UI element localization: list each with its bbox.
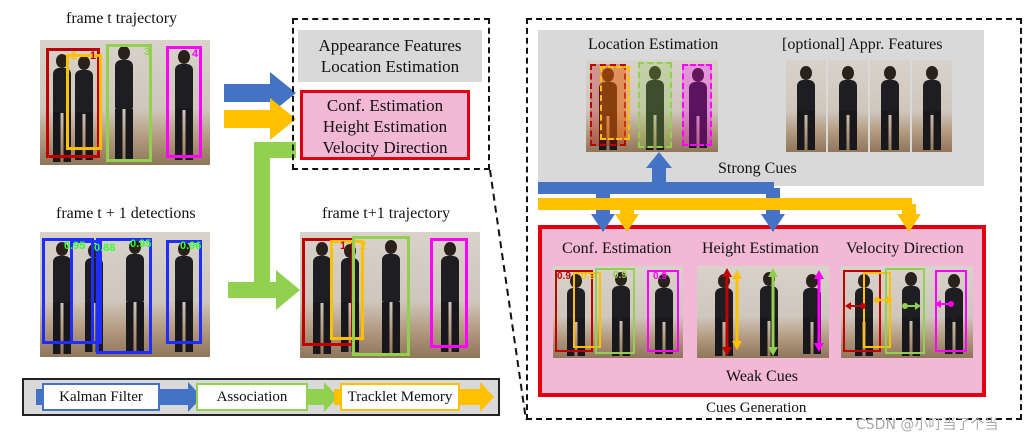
- frame-t-caption: frame t trajectory: [66, 10, 178, 27]
- velocity-box-red: [843, 270, 881, 352]
- traj-id-label: 2: [360, 240, 367, 252]
- appearance-location-text: Appearance Features Location Estimation: [318, 36, 462, 76]
- frame-t1-trajectory-caption: frame t+1 trajectory: [322, 205, 451, 222]
- appearance-location-box: Appearance Features Location Estimation: [298, 30, 482, 82]
- detection-score-label: 0.88: [94, 242, 116, 254]
- appearance-crop-1: [786, 60, 826, 152]
- conf-score-label: 0.9: [613, 270, 627, 281]
- appearance-crop-4: [912, 60, 952, 152]
- zoom-connector: [489, 169, 527, 421]
- traj-id-label: 2: [71, 50, 78, 62]
- dancer: [943, 274, 965, 354]
- location-box-red: [590, 64, 626, 146]
- detection-score-label: 0.96: [180, 240, 202, 252]
- detection-box: [96, 238, 152, 354]
- dancer: [436, 242, 464, 352]
- dancer: [596, 68, 620, 150]
- velocity-arrows: [845, 296, 954, 310]
- legend-tracklet-memory: Tracklet Memory: [340, 383, 460, 411]
- appearance-crop-3: [870, 60, 910, 152]
- location-box-yellow: [600, 66, 630, 140]
- detection-score-label: 0.95: [64, 240, 86, 252]
- height-arrows: [722, 268, 824, 356]
- velocity-box-magenta: [935, 270, 967, 352]
- appr-features-title: [optional] Appr. Features: [782, 36, 943, 53]
- cues-generation-label: Cues Generation: [706, 400, 807, 416]
- conf-score-label: 0.9: [557, 271, 571, 282]
- location-estimation-title: Location Estimation: [588, 36, 719, 53]
- legend-kalman-filter: Kalman Filter: [42, 383, 160, 411]
- dancer: [653, 274, 675, 354]
- frame-t-photo: 2 1 3 4: [40, 40, 210, 165]
- middle-dashed-region: [292, 18, 490, 170]
- blue-connector-stem: [652, 164, 666, 190]
- detection-box: [42, 238, 94, 344]
- cues-generation-panel: [526, 18, 1022, 420]
- dancer: [108, 46, 140, 162]
- frame-t1-trajectory-photo: 1 2: [300, 232, 480, 358]
- dancer: [376, 240, 406, 354]
- velocity-direction-title: Velocity Direction: [846, 240, 964, 257]
- traj-id-label: 4: [192, 48, 199, 60]
- height-estimation-title: Height Estimation: [702, 240, 819, 257]
- traj-id-label: 3: [144, 46, 151, 58]
- blue-up-arrow-icon: [646, 152, 672, 168]
- conf-estimation-photo: 0.9 0.9 0.9 0.9: [553, 266, 683, 358]
- green-arrow-head-icon: [228, 270, 300, 310]
- location-box-magenta: [682, 64, 712, 146]
- weak-cues-label: Weak Cues: [726, 368, 799, 385]
- dancer: [170, 242, 198, 352]
- trajectory-box-red: [46, 48, 100, 158]
- height-estimation-photo: [697, 266, 829, 358]
- legend-association: Association: [196, 383, 308, 411]
- dancer: [899, 272, 923, 356]
- dancer: [170, 50, 198, 160]
- detection-box: [70, 240, 102, 344]
- trajectory-box-green: [106, 44, 152, 162]
- velocity-box-yellow: [863, 272, 891, 348]
- conf-score-label: 0.9: [653, 271, 667, 282]
- strong-cues-label: Strong Cues: [718, 160, 797, 177]
- dancer: [120, 240, 150, 354]
- traj-id-label: 1: [90, 50, 97, 62]
- conf-box-magenta: [647, 270, 679, 352]
- conf-estimation-title: Conf. Estimation: [562, 240, 672, 257]
- yellow-arrow-icon: [224, 98, 296, 140]
- blue-down-arrow-icon: [761, 214, 785, 232]
- conf-score-label: 0.9: [581, 271, 595, 282]
- frame-t1-detections-caption: frame t + 1 detections: [56, 205, 196, 222]
- trajectory-box-yellow: [66, 54, 102, 150]
- yellow-down-arrow-icon: [897, 214, 921, 232]
- dancer: [642, 66, 668, 150]
- traj-id-label: 1: [340, 240, 347, 252]
- dancer: [686, 68, 710, 148]
- detection-score-label: 0.95: [130, 238, 152, 250]
- location-box-green: [638, 62, 672, 148]
- trajectory-box-green: [352, 236, 410, 356]
- frame-t1-detections-photo: 0.95 0.88 0.95 0.96: [40, 232, 210, 357]
- yellow-down-arrow-icon: [615, 214, 639, 232]
- velocity-box-green: [885, 268, 925, 354]
- conf-height-velocity-text: Conf. Estimation Height Estimation Veloc…: [322, 96, 448, 157]
- location-estimation-photo: [586, 60, 718, 152]
- trajectory-box-yellow: [330, 240, 364, 340]
- yellow-connector-bar: [538, 198, 912, 210]
- conf-box-green: [595, 268, 635, 354]
- dancer: [70, 56, 98, 160]
- appearance-crop-2: [828, 60, 868, 152]
- conf-box-yellow: [573, 272, 601, 348]
- trajectory-box-magenta: [166, 46, 202, 158]
- trajectory-box-magenta: [430, 238, 468, 348]
- blue-down-arrow-icon: [591, 214, 615, 232]
- detection-box: [166, 240, 202, 344]
- blue-arrow-icon: [224, 72, 296, 114]
- velocity-direction-photo: [841, 266, 973, 358]
- conf-height-velocity-box: Conf. Estimation Height Estimation Veloc…: [300, 90, 470, 160]
- dancer: [609, 272, 633, 356]
- conf-box-red: [555, 270, 593, 352]
- watermark: CSDN @小叮当了个当: [856, 417, 999, 433]
- dancer: [308, 242, 336, 354]
